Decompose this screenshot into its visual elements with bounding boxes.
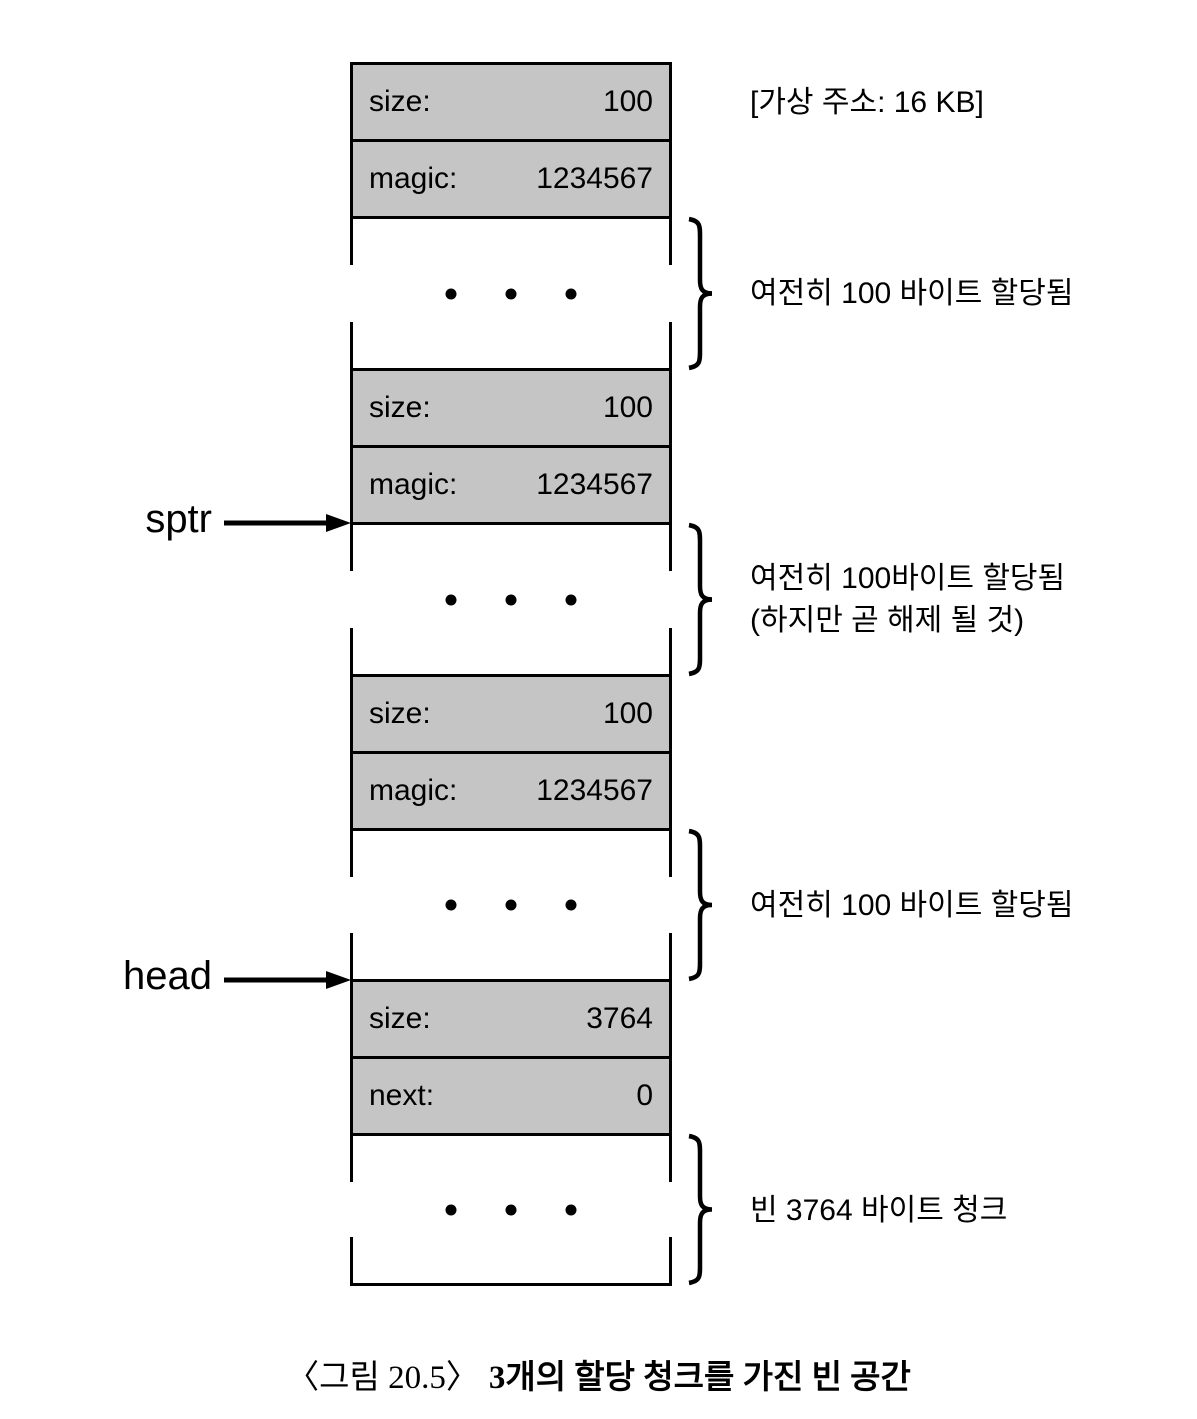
free-size-row: size: 3764	[350, 979, 672, 1059]
chunk1-size-label: size:	[369, 85, 431, 118]
gap2-border-segment	[669, 525, 672, 572]
curly-brace-icon	[688, 828, 713, 982]
dot-icon	[445, 288, 457, 299]
chunk3-size-label: size:	[369, 697, 431, 730]
gap1-border-segment	[350, 321, 353, 368]
ellipsis-dots	[445, 594, 577, 605]
caption-title: 3개의 할당 청크를 가진 빈 공간	[488, 1360, 911, 1396]
gap4-border-segment	[669, 1237, 672, 1283]
gap-section-4	[350, 1136, 672, 1283]
chunk3-size-row: size: 100	[350, 674, 672, 754]
dot-icon	[505, 594, 517, 605]
caption-number: 〈그림 20.5〉	[286, 1360, 479, 1396]
free-next-row: next: 0	[350, 1056, 672, 1136]
gap-section-2	[350, 525, 672, 674]
annotation-gap2-line1: 여전히 100바이트 할당됨	[750, 562, 1066, 595]
annotation-gap2: 여전히 100바이트 할당됨 (하지만 곧 해제 될 것)	[750, 558, 1065, 642]
annotation-gap1: 여전히 100 바이트 할당됨	[750, 277, 1074, 310]
dot-icon	[445, 594, 457, 605]
gap2-border-segment	[669, 627, 672, 674]
dot-icon	[565, 1204, 577, 1215]
figure-caption: 〈그림 20.5〉3개의 할당 청크를 가진 빈 공간	[0, 1350, 1197, 1398]
annotation-gap4: 빈 3764 바이트 청크	[750, 1194, 1008, 1227]
gap3-border-segment	[350, 831, 353, 877]
curly-brace-icon	[688, 1133, 713, 1286]
chunk1-magic-label: magic:	[369, 162, 458, 195]
chunk3-size-value: 100	[602, 697, 653, 730]
gap3-border-segment	[350, 933, 353, 979]
chunk1-magic-value: 1234567	[536, 162, 653, 195]
gap1-border-segment	[350, 219, 353, 266]
chunk2-magic-value: 1234567	[536, 468, 653, 501]
chunk2-size-value: 100	[602, 391, 653, 424]
dot-icon	[445, 899, 457, 911]
chunk2-magic-label: magic:	[369, 468, 458, 501]
dot-icon	[565, 899, 577, 911]
dot-icon	[505, 1204, 517, 1215]
gap3-border-segment	[669, 933, 672, 979]
gap4-border-segment	[350, 1136, 353, 1182]
dot-icon	[505, 288, 517, 299]
gap-section-1	[350, 219, 672, 368]
chunk3-magic-value: 1234567	[536, 774, 653, 807]
annotation-virtual-address: [가상 주소: 16 KB]	[750, 86, 984, 119]
ellipsis-dots	[445, 899, 577, 911]
curly-brace-icon	[688, 522, 713, 677]
ellipsis-dots	[445, 1204, 577, 1215]
pointer-label-head: head	[123, 954, 212, 998]
ellipsis-dots	[445, 288, 577, 299]
dot-icon	[445, 1204, 457, 1215]
chunk1-size-row: size: 100	[350, 62, 672, 142]
chunk2-magic-row: magic: 1234567	[350, 445, 672, 525]
chunk3-magic-row: magic: 1234567	[350, 751, 672, 831]
dot-icon	[565, 594, 577, 605]
chunk2-size-label: size:	[369, 391, 431, 424]
annotation-gap2-line2: (하지만 곧 해제 될 것)	[750, 604, 1025, 637]
gap4-border-segment	[350, 1237, 353, 1283]
chunk3-magic-label: magic:	[369, 774, 458, 807]
gap4-border-segment	[669, 1136, 672, 1182]
pointer-label-sptr: sptr	[145, 497, 212, 541]
sptr-arrow-icon	[224, 514, 351, 532]
gap2-border-segment	[350, 525, 353, 572]
free-next-value: 0	[636, 1079, 653, 1112]
chunk1-size-value: 100	[602, 85, 653, 118]
dot-icon	[505, 899, 517, 911]
gap3-border-segment	[669, 831, 672, 877]
chunk2-size-row: size: 100	[350, 368, 672, 448]
free-size-value: 3764	[586, 1002, 653, 1035]
curly-brace-icon	[688, 216, 713, 371]
gap-section-3	[350, 831, 672, 979]
gap1-border-segment	[669, 219, 672, 266]
free-size-label: size:	[369, 1002, 431, 1035]
column-bottom-line	[350, 1283, 672, 1286]
gap1-border-segment	[669, 321, 672, 368]
free-next-label: next:	[369, 1079, 435, 1112]
dot-icon	[565, 288, 577, 299]
annotation-gap3: 여전히 100 바이트 할당됨	[750, 889, 1074, 922]
chunk1-magic-row: magic: 1234567	[350, 139, 672, 219]
head-arrow-icon	[224, 971, 351, 989]
gap2-border-segment	[350, 627, 353, 674]
